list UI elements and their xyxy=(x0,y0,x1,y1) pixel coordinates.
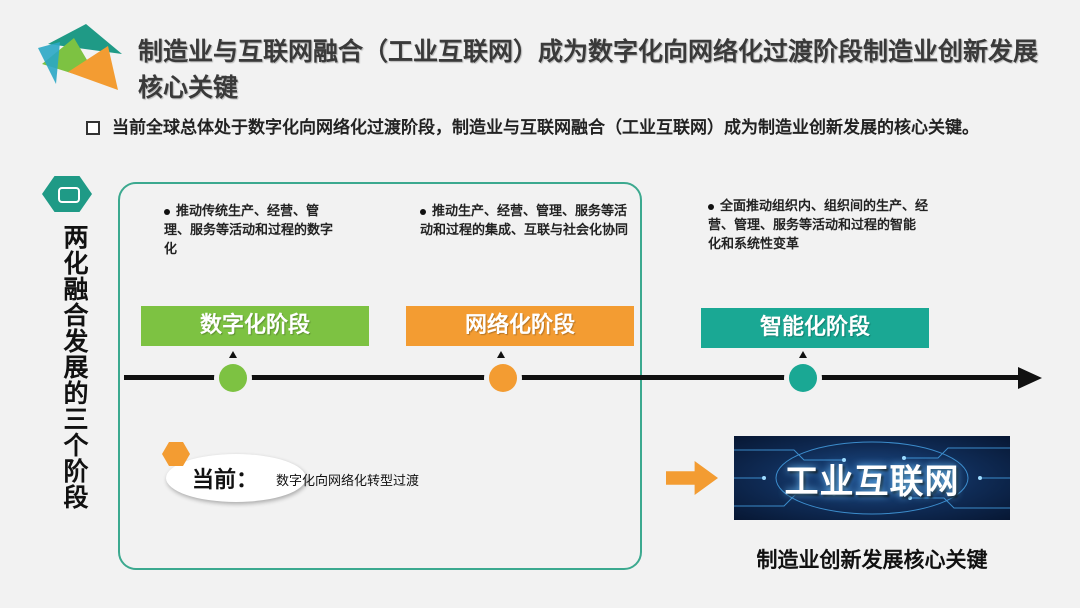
stage-1-label: 数字化阶段 xyxy=(141,306,369,346)
stage-3-label: 智能化阶段 xyxy=(701,308,929,348)
current-badge-icon xyxy=(162,442,190,466)
timeline-node-digital xyxy=(219,364,247,392)
intro-text: 当前全球总体处于数字化向网络化过渡阶段，制造业与互联网融合（工业互联网）成为制造… xyxy=(112,118,979,138)
timeline-arrow-icon xyxy=(1018,367,1042,389)
timeline-node-intelligent xyxy=(789,364,817,392)
current-label: 当前： xyxy=(192,468,259,493)
bullet-dot-icon xyxy=(420,208,426,215)
timeline-line xyxy=(124,375,1024,380)
bullet-dot-icon xyxy=(708,203,714,210)
page-title: 制造业与互联网融合（工业互联网）成为数字化向网络化过渡阶段制造业创新发展核心关键 xyxy=(138,37,1039,102)
pointer-icon xyxy=(799,351,807,358)
stage-2-label: 网络化阶段 xyxy=(406,306,634,346)
stage-3-desc: 全面推动组织内、组织间的生产、经营、管理、服务等活动和过程的智能化和系统性变革 xyxy=(708,199,929,252)
industrial-internet-image: 工业互联网 xyxy=(734,436,1010,520)
badge-icon xyxy=(42,176,92,212)
stage-1-desc: 推动传统生产、经营、管理、服务等活动和过程的数字化 xyxy=(164,204,334,257)
right-arrow-icon xyxy=(666,461,718,495)
current-ellipse xyxy=(166,454,306,502)
logo-icon xyxy=(38,24,122,90)
caption: 制造业创新发展核心关键 xyxy=(756,548,988,572)
bullet-dot-icon xyxy=(164,208,170,215)
industrial-internet-text: 工业互联网 xyxy=(784,462,960,502)
pointer-icon xyxy=(497,351,505,358)
stage-2-desc: 推动生产、经营、管理、服务等活动和过程的集成、互联与社会化协同 xyxy=(420,204,629,238)
square-bullet-icon xyxy=(86,121,100,135)
timeline-node-network xyxy=(489,364,517,392)
current-text: 数字化向网络化转型过渡 xyxy=(276,474,420,489)
side-title: 两化融合发展的三个阶段 xyxy=(60,224,89,510)
circuit-lines-icon xyxy=(734,441,1010,515)
pointer-icon xyxy=(229,351,237,358)
current-callout: 当前： 数字化向网络化转型过渡 xyxy=(162,442,438,502)
